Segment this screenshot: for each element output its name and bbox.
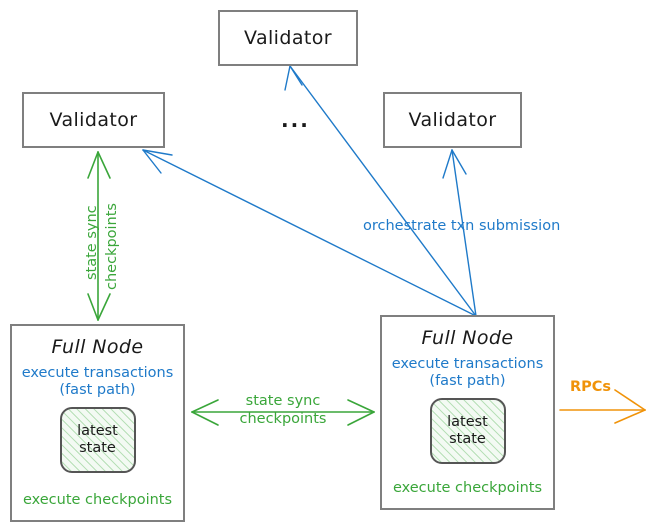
full-node-left-latest-state-chip: latest state — [59, 407, 136, 473]
validator-top-box[interactable]: Validator — [218, 10, 358, 66]
full-node-left-blue-line-2: (fast path) — [59, 382, 136, 398]
validator-right-label: Validator — [408, 109, 497, 131]
full-node-right-state-line-1: latest — [447, 414, 488, 430]
full-node-left-green-text: execute checkpoints — [22, 492, 173, 508]
full-node-right-state-line-2: state — [449, 431, 486, 447]
validators-ellipsis: ... — [281, 108, 310, 132]
state-sync-vertical-label-line-2: checkpoints — [104, 203, 120, 290]
full-node-right-title: Full Node — [421, 327, 514, 349]
full-node-right-box[interactable]: Full Node execute transactions (fast pat… — [380, 315, 555, 510]
state-sync-middle-label-line-1: state sync — [245, 393, 321, 409]
full-node-left-title: Full Node — [51, 336, 144, 358]
full-node-left-state-line-1: latest — [77, 423, 118, 439]
full-node-right-blue-line-2: (fast path) — [429, 373, 506, 389]
full-node-left-box[interactable]: Full Node execute transactions (fast pat… — [10, 324, 185, 522]
full-node-right-blue-text: execute transactions (fast path) — [392, 356, 544, 390]
validator-right-box[interactable]: Validator — [383, 92, 522, 148]
full-node-left-blue-line-1: execute transactions — [21, 365, 174, 381]
state-sync-vertical-label-line-1: state sync — [84, 205, 100, 280]
full-node-left-state-line-2: state — [79, 440, 116, 456]
state-sync-middle-label: state sync checkpoints — [228, 392, 338, 428]
validator-left-label: Validator — [49, 109, 138, 131]
orchestrate-txn-submission-label: orchestrate txn submission — [363, 218, 561, 234]
rpcs-label: RPCs — [570, 379, 612, 395]
validator-top-label: Validator — [244, 27, 332, 49]
state-sync-middle-label-line-2: checkpoints — [239, 411, 327, 427]
full-node-right-blue-line-1: execute transactions — [391, 356, 544, 372]
validator-left-box[interactable]: Validator — [22, 92, 165, 148]
full-node-left-blue-text: execute transactions (fast path) — [22, 365, 174, 399]
full-node-right-green-text: execute checkpoints — [392, 480, 543, 496]
full-node-right-latest-state-chip: latest state — [429, 398, 506, 464]
